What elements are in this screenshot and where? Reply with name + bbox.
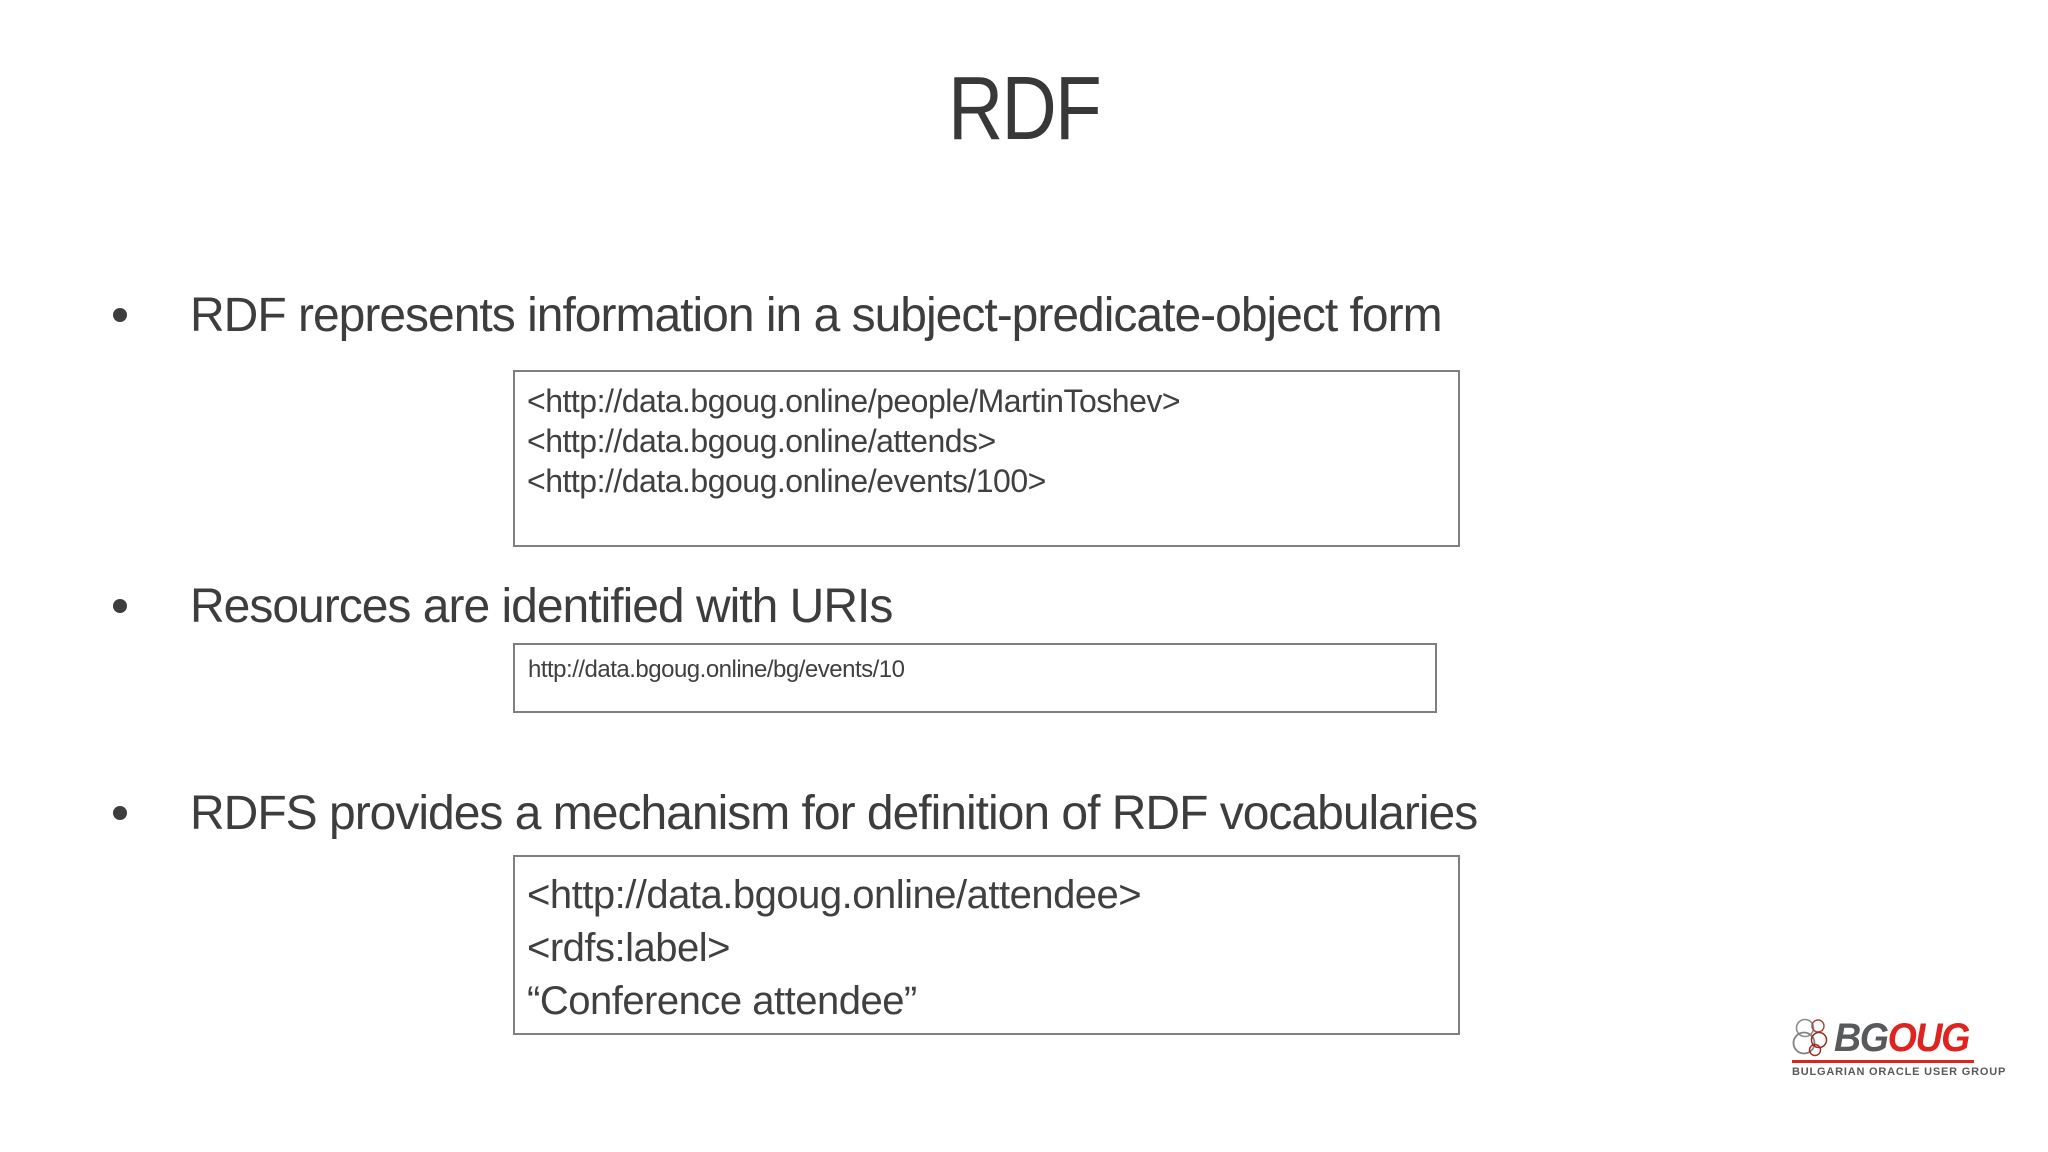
bgoug-logo-caption: BULGARIAN ORACLE USER GROUP — [1792, 1066, 2007, 1078]
bgoug-wordmark-bg: BG — [1834, 1016, 1889, 1060]
slide-title: RDF — [947, 59, 1102, 159]
bgoug-logo: BGOUG BULGARIAN ORACLE USER GROUP — [1792, 1016, 2007, 1078]
bullet-marker-icon — [113, 308, 127, 322]
code-box-triple: <http://data.bgoug.online/people/MartinT… — [513, 370, 1460, 547]
bullet-marker-icon — [113, 806, 127, 820]
code-line-predicate: <http://data.bgoug.online/attends> — [527, 423, 996, 459]
bullet-item-1: RDF represents information in a subject-… — [113, 289, 1443, 342]
code-line-object: <http://data.bgoug.online/events/100> — [527, 463, 1046, 499]
code-line-rdfs-predicate: <rdfs:label> — [527, 926, 731, 970]
bgoug-wordmark: BGOUG — [1834, 1016, 1971, 1060]
bullet-marker-icon — [113, 599, 127, 613]
bullet-text-2: Resources are identified with URIs — [190, 580, 893, 633]
code-box-uri: http://data.bgoug.online/bg/events/10 — [513, 643, 1437, 713]
code-box-rdfs: <http://data.bgoug.online/attendee> <rdf… — [513, 855, 1460, 1035]
bgoug-logo-divider — [1792, 1060, 1974, 1063]
bgoug-wordmark-oug: OUG — [1887, 1016, 1971, 1060]
code-line-rdfs-literal: “Conference attendee” — [527, 979, 917, 1023]
bullet-text-1: RDF represents information in a subject-… — [190, 289, 1443, 342]
bgoug-logo-row: BGOUG — [1792, 1016, 1974, 1058]
code-line-uri: http://data.bgoug.online/bg/events/10 — [528, 656, 905, 683]
code-line-subject: <http://data.bgoug.online/people/MartinT… — [527, 383, 1181, 419]
bullet-item-3: RDFS provides a mechanism for definition… — [113, 787, 1478, 840]
bullet-text-3: RDFS provides a mechanism for definition… — [190, 787, 1478, 840]
bgoug-circles-icon — [1792, 1016, 1834, 1058]
code-line-rdfs-subject: <http://data.bgoug.online/attendee> — [527, 873, 1142, 917]
bullet-item-2: Resources are identified with URIs — [113, 580, 893, 633]
